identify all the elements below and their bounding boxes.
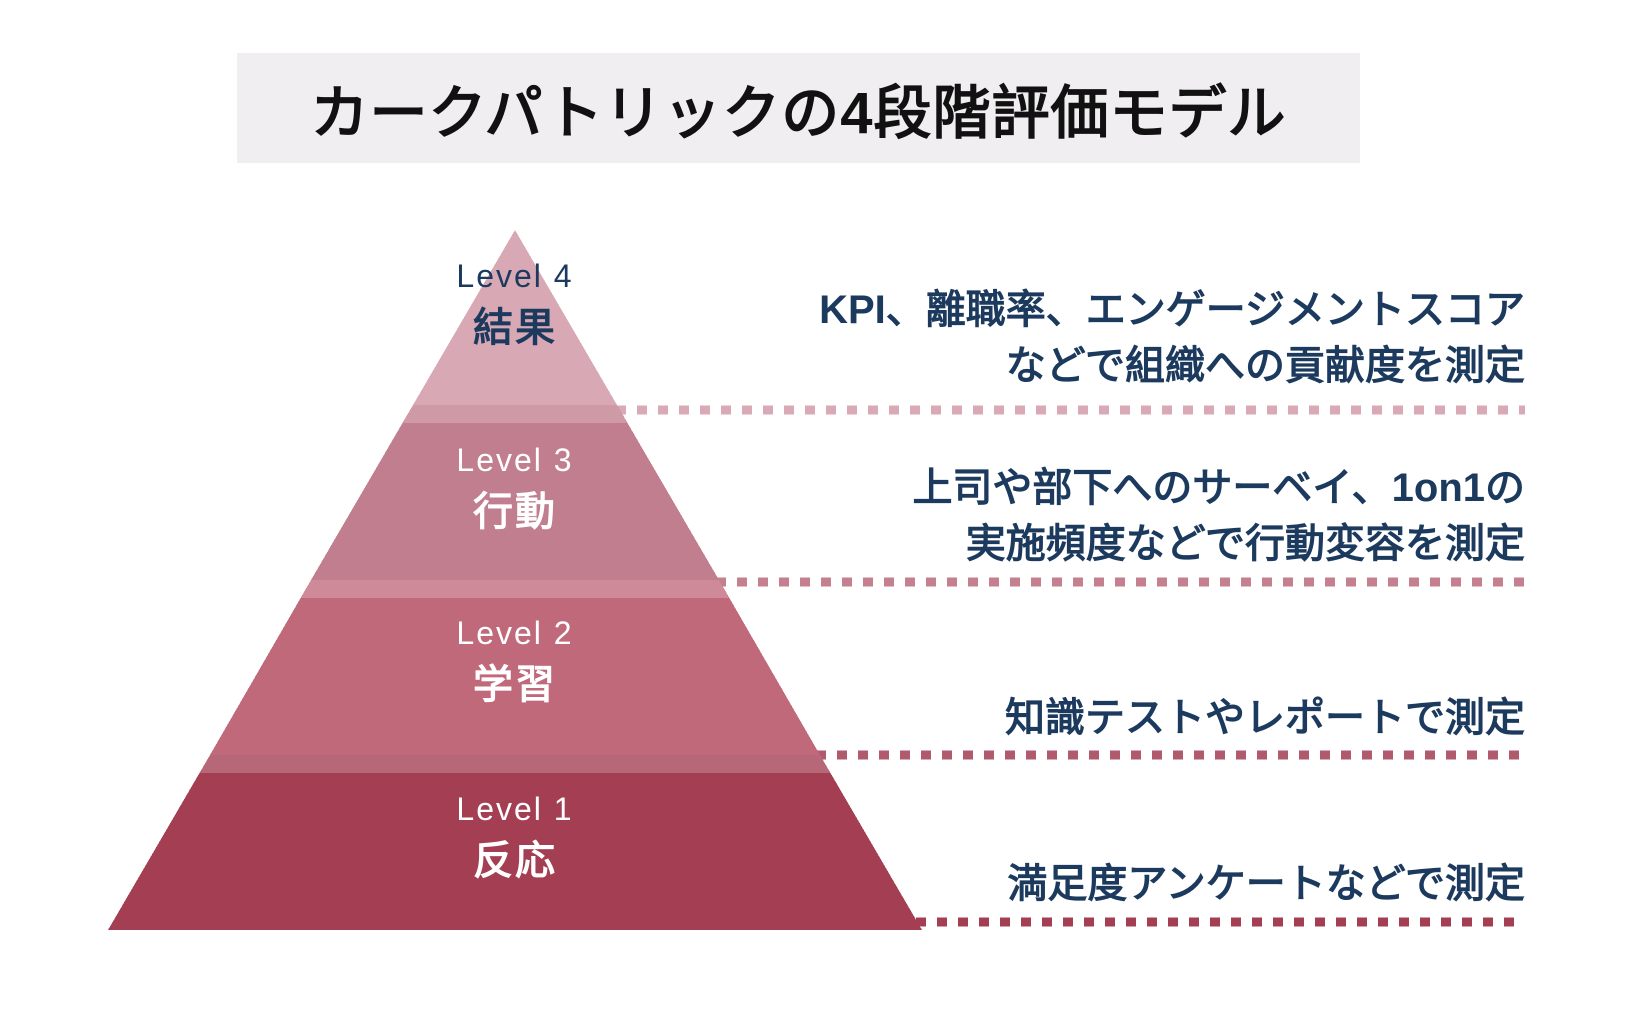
tier-highlight-level2 xyxy=(301,580,729,598)
level1-name: 反応 xyxy=(473,839,557,883)
tier-highlight-level1 xyxy=(199,755,831,773)
level1-description-line1: 満足度アンケートなどで測定 xyxy=(1007,862,1525,906)
level4-name: 結果 xyxy=(473,306,557,350)
level1-label-text: Level 1 xyxy=(456,791,574,827)
level3-description-line1: 上司や部下へのサーベイ、1on1の xyxy=(912,466,1525,510)
pyramid-tier-level4 xyxy=(413,230,617,405)
level3-description: 上司や部下へのサーベイ、1on1の 実施頻度などで行動変容を測定 xyxy=(912,460,1525,572)
level3-name: 行動 xyxy=(473,490,557,534)
level3-description-line2: 実施頻度などで行動変容を測定 xyxy=(965,522,1525,566)
title-banner: カークパトリックの4段階評価モデル xyxy=(237,53,1360,163)
level2-label-text: Level 2 xyxy=(456,615,574,651)
level2-name: 学習 xyxy=(473,663,557,707)
pyramid-tier-level2 xyxy=(210,580,820,755)
level2-description: 知識テストやレポートで測定 xyxy=(1005,690,1525,746)
level4-description-line1: KPI、離職率、エンゲージメントスコア xyxy=(819,288,1525,332)
level4-label-text: Level 4 xyxy=(456,258,574,294)
level2-label: Level 2 学習 xyxy=(456,613,573,711)
level3-label: Level 3 行動 xyxy=(456,440,573,538)
tier-highlight-level3 xyxy=(403,405,627,423)
level1-label: Level 1 反応 xyxy=(456,789,573,887)
level1-description: 満足度アンケートなどで測定 xyxy=(1007,856,1525,912)
pyramid-tier-level1 xyxy=(108,755,922,930)
level4-description-line2: などで組織への貢献度を測定 xyxy=(1005,344,1525,388)
level2-description-line1: 知識テストやレポートで測定 xyxy=(1005,696,1525,740)
level3-label-text: Level 3 xyxy=(456,442,574,478)
pyramid-tier-level3 xyxy=(311,405,719,580)
page-title: カークパトリックの4段階評価モデル xyxy=(310,81,1287,146)
level4-description: KPI、離職率、エンゲージメントスコア などで組織への貢献度を測定 xyxy=(819,282,1525,394)
level4-label: Level 4 結果 xyxy=(456,256,573,354)
